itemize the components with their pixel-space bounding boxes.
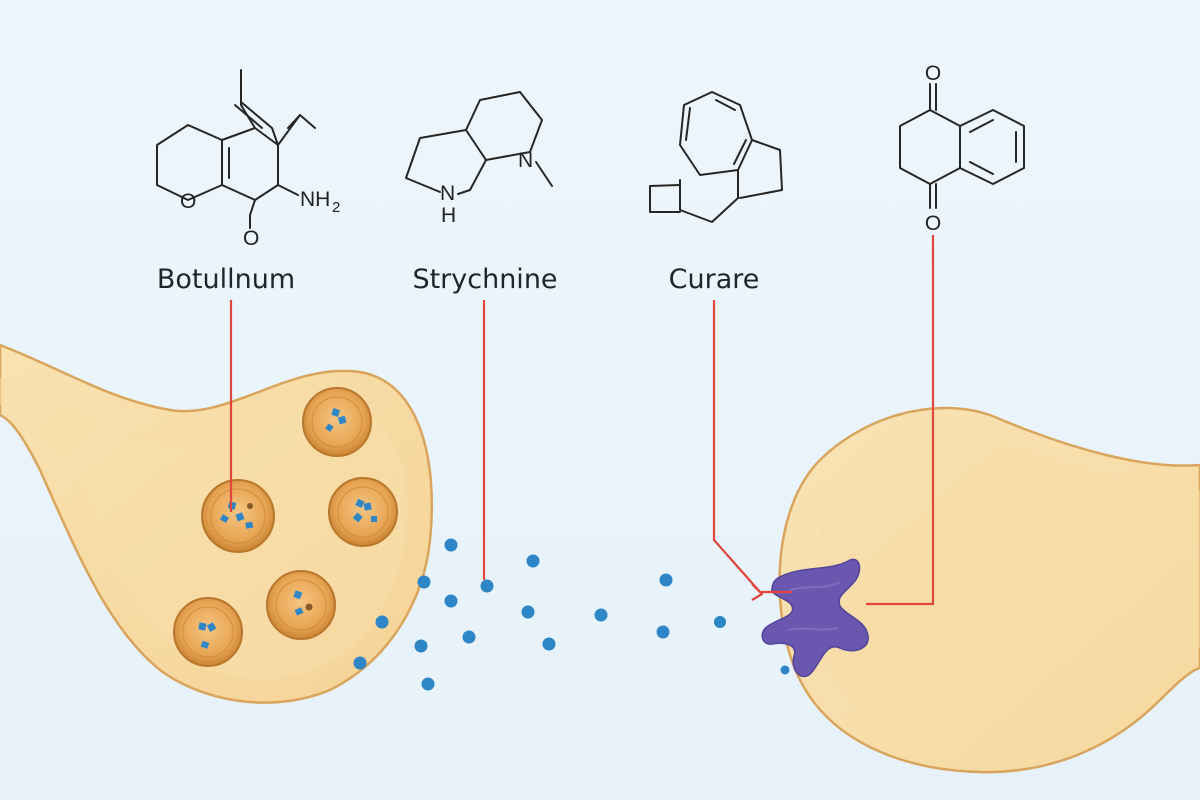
synaptic-vesicle [302, 387, 372, 457]
neurotransmitter-dot [542, 637, 556, 651]
neurotransmitter-dot [421, 677, 435, 691]
neurotransmitter-dot [375, 615, 389, 629]
naphthoquinone-structure: O O [899, 62, 1025, 235]
postsynaptic-neuron [778, 406, 1200, 774]
quinone-bottom-oxygen-atom: O [925, 212, 941, 235]
synaptic-vesicle [328, 477, 398, 547]
synaptic-vesicle [173, 597, 243, 667]
strychnine-nh-h-atom: H [441, 204, 456, 227]
ring-oxygen-atom: O [180, 190, 196, 213]
quinone-pointer-line [866, 235, 935, 606]
curare-pointer-line [712, 300, 792, 594]
neurotransmitter-dot [659, 573, 673, 587]
nh2-subscript: 2 [332, 199, 340, 216]
botulinum-label: Botullnum [157, 264, 295, 295]
synaptic-vesicle [201, 479, 275, 553]
neurotransmitter-dot [414, 639, 428, 653]
neurotransmitter-dot [444, 538, 458, 552]
neurotransmitter-dot [353, 656, 367, 670]
nh2-atom: NH [300, 188, 330, 211]
substituent-oxygen-atom: O [243, 227, 259, 250]
curare-pointer-arrow [751, 583, 764, 601]
neurotransmitter-dot [780, 665, 790, 675]
neurotransmitter-dot [444, 594, 458, 608]
curare-structure [649, 91, 783, 223]
neurotransmitter-molecules [353, 538, 790, 691]
presynaptic-neuron [0, 343, 434, 704]
synaptic-vesicle [266, 570, 336, 640]
botulinum-structure: NH 2 O O [156, 69, 340, 250]
pointer-lines [229, 235, 935, 606]
strychnine-n-atom: N [518, 149, 533, 172]
neurotransmitter-dot [656, 625, 670, 639]
neurotransmitter-dot [714, 616, 726, 628]
quinone-top-oxygen-atom: O [925, 62, 941, 85]
curare-label: Curare [669, 264, 760, 295]
neurotransmitter-dot [594, 608, 608, 622]
neurotransmitter-dot [521, 605, 535, 619]
receptor-protein-icon [761, 558, 869, 678]
strychnine-label: Strychnine [412, 264, 557, 295]
strychnine-structure: N N H [405, 91, 553, 227]
neurotransmitter-dot [526, 554, 540, 568]
neurotransmitter-dot [462, 630, 476, 644]
neurotransmitter-dot [480, 579, 494, 593]
postsynaptic-cell-inner [814, 432, 1200, 745]
strychnine-nh-n-atom: N [440, 182, 455, 205]
neurotransmitter-dot [417, 575, 431, 589]
